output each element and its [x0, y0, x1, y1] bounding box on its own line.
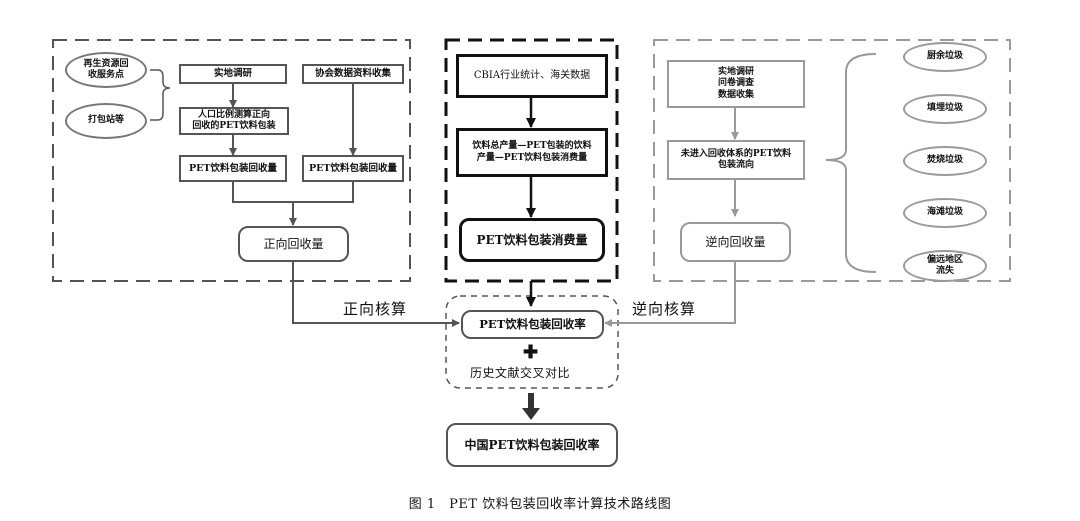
destination-kitchen-waste: 厨余垃圾 [903, 42, 987, 72]
population-calc-box: 人口比例测算正向 回收的PET饮料包装 [179, 107, 289, 135]
left-bracket [150, 69, 171, 121]
survey-methods-box: 实地调研 问卷调查 数据收集 [667, 60, 805, 108]
cross-check-label: 历史文献交叉对比 [470, 366, 571, 380]
field-survey-box: 实地调研 [179, 64, 287, 84]
forward-accounting-label: 正向核算 [343, 300, 408, 318]
consumption-box: PET饮料包装消费量 [459, 218, 605, 262]
figure-caption: 图 1 PET 饮料包装回收率计算技术路线图 [408, 497, 672, 512]
recovery-box-b: PET饮料包装回收量 [302, 155, 404, 182]
destination-remote-loss: 偏远地区 流失 [903, 250, 987, 282]
association-data-box: 协会数据资料收集 [302, 64, 404, 84]
source-recycling-points: 再生资源回 收服务点 [65, 52, 147, 88]
reverse-accounting-label: 逆向核算 [632, 300, 697, 318]
right-bracket [825, 53, 877, 273]
left-dashed-frame [52, 39, 411, 282]
unrecycled-flow-box: 未进入回收体系的PET饮料 包装流向 [667, 140, 805, 180]
recoveries-merge-arrow [232, 182, 354, 225]
recovery-rate-box: PET饮料包装回收率 [461, 310, 604, 339]
destination-incineration: 焚烧垃圾 [903, 146, 987, 176]
final-rate-box: 中国PET饮料包装回收率 [446, 423, 618, 467]
reverse-recovery-box: 逆向回收量 [680, 222, 791, 262]
cbia-data-box: CBIA行业统计、海关数据 [456, 54, 608, 98]
right-dashed-frame [653, 39, 1011, 282]
forward-accounting-arrow [292, 262, 460, 327]
destination-landfill: 填埋垃圾 [903, 94, 987, 124]
source-baling-stations: 打包站等 [65, 103, 147, 139]
consumption-formula-box: 饮料总产量—PET包装的饮料 产量—PET饮料包装消费量 [456, 128, 608, 177]
forward-recovery-box: 正向回收量 [238, 226, 349, 262]
reverse-accounting-arrow [604, 262, 736, 327]
to-final-arrow [522, 393, 540, 420]
plus-icon: ✚ [523, 342, 539, 363]
destination-beach-litter: 海滩垃圾 [903, 198, 987, 228]
recovery-box-a: PET饮料包装回收量 [179, 155, 287, 182]
